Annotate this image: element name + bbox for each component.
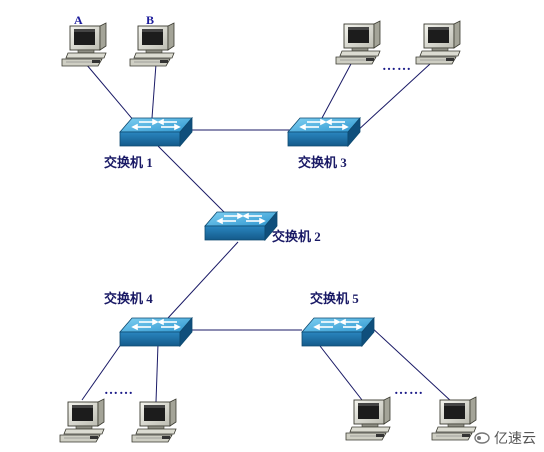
computer-icon (129, 22, 175, 67)
switch-3 (287, 117, 361, 147)
computer-icon (59, 398, 105, 443)
link-s5-pc5a (319, 345, 363, 401)
switch-label-2: 交换机 2 (272, 229, 321, 244)
links (81, 61, 453, 403)
pc-label-a: A (74, 13, 83, 27)
ellipsis-bottom-right: …… (394, 383, 424, 398)
link-s4-pc4a (81, 339, 125, 401)
computer-icon (415, 20, 461, 65)
switch-5 (301, 317, 375, 347)
watermark: 亿速云 (473, 428, 536, 448)
computer-icon (431, 396, 477, 441)
link-pc3a-s3 (321, 61, 353, 119)
link-s4-pc4b (155, 343, 159, 403)
computer-icon (131, 398, 177, 443)
link-pcB-s1 (151, 63, 157, 119)
computer-icon (335, 20, 381, 65)
link-pcA-s1 (85, 63, 141, 129)
switch-label-4: 交换机 4 (104, 291, 153, 306)
pc-label-b: B (146, 13, 155, 27)
switch-label-5: 交换机 5 (310, 291, 359, 306)
cloud-logo-icon (474, 432, 490, 444)
link-pc3b-s3 (355, 63, 431, 133)
switch-label-1: 交换机 1 (104, 155, 153, 170)
switch-2 (204, 211, 278, 241)
switch-1 (119, 117, 193, 147)
watermark-text: 亿速云 (494, 430, 536, 446)
switch-4 (119, 317, 193, 347)
link-s1-s2 (157, 145, 229, 217)
computer-icon (61, 22, 107, 67)
link-s5-pc5b (369, 325, 453, 403)
computer-icon (345, 396, 391, 441)
link-s2-s4 (167, 241, 239, 319)
switch-label-3: 交换机 3 (298, 155, 347, 170)
ellipsis-bottom-left: …… (104, 383, 134, 398)
ellipsis-top-right: …… (382, 59, 412, 74)
